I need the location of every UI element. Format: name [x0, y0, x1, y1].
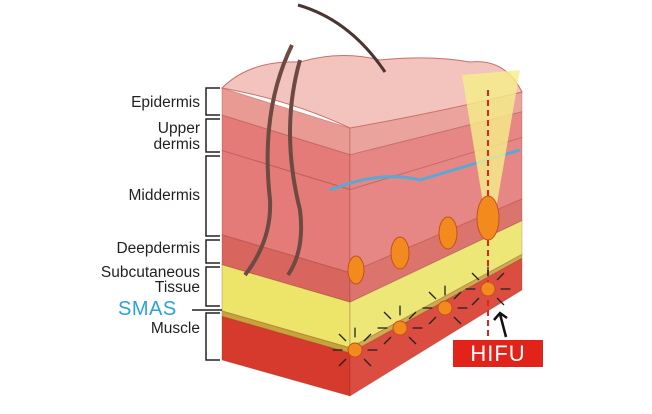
label-muscle: Muscle [150, 320, 200, 337]
layer-bracket [205, 118, 220, 153]
focus-arrow [338, 333, 347, 342]
layer-bracket [205, 312, 220, 361]
label-epidermis: Epidermis [131, 94, 200, 111]
focus-arrow [383, 336, 392, 345]
thermal-focal-point [437, 300, 453, 316]
thermal-focal-point [347, 342, 363, 358]
label-middermis: Middermis [128, 187, 200, 204]
ultrasound-beam [462, 70, 520, 215]
hifu-arrow [493, 311, 508, 338]
focus-arrow [453, 291, 462, 300]
focus-arrow [428, 291, 437, 300]
focus-arrow [408, 311, 417, 320]
hair-follicle [243, 44, 294, 277]
label-upper-dermis-line2: dermis [153, 136, 200, 153]
label-subcutaneous-line2: Tissue [154, 279, 200, 296]
focus-arrow [496, 272, 505, 281]
focus-arrow [471, 272, 480, 281]
focus-arrow [471, 297, 480, 306]
focus-arrow [383, 311, 392, 320]
thermal-focal-point [476, 195, 500, 241]
thermal-focal-point [480, 281, 496, 297]
label-smas: SMAS [118, 298, 177, 320]
focus-arrow [363, 333, 372, 342]
focus-arrow [363, 358, 372, 367]
focus-arrow [408, 336, 417, 345]
layer-bracket [205, 87, 220, 116]
layer-bracket [205, 266, 220, 307]
label-upper-dermis-line1: Upper [157, 120, 200, 137]
label-deepdermis: Deepdermis [116, 240, 200, 257]
thermal-focal-point [347, 255, 365, 285]
thermal-focal-point [390, 236, 410, 270]
thermal-focal-point [392, 320, 408, 336]
hifu-label: HIFU [453, 340, 543, 367]
thermal-focal-point [438, 216, 458, 250]
layer-bracket [205, 155, 220, 237]
label-subcutaneous-line1: Subcutaneous [100, 264, 200, 281]
focus-arrow [453, 316, 462, 325]
hair-follicle [286, 59, 304, 277]
focus-arrow [428, 316, 437, 325]
muscle-layer-side [349, 257, 523, 397]
hair [297, 3, 387, 73]
layer-bracket [205, 239, 220, 264]
focus-arrow [338, 358, 347, 367]
focus-arrow [496, 297, 505, 306]
